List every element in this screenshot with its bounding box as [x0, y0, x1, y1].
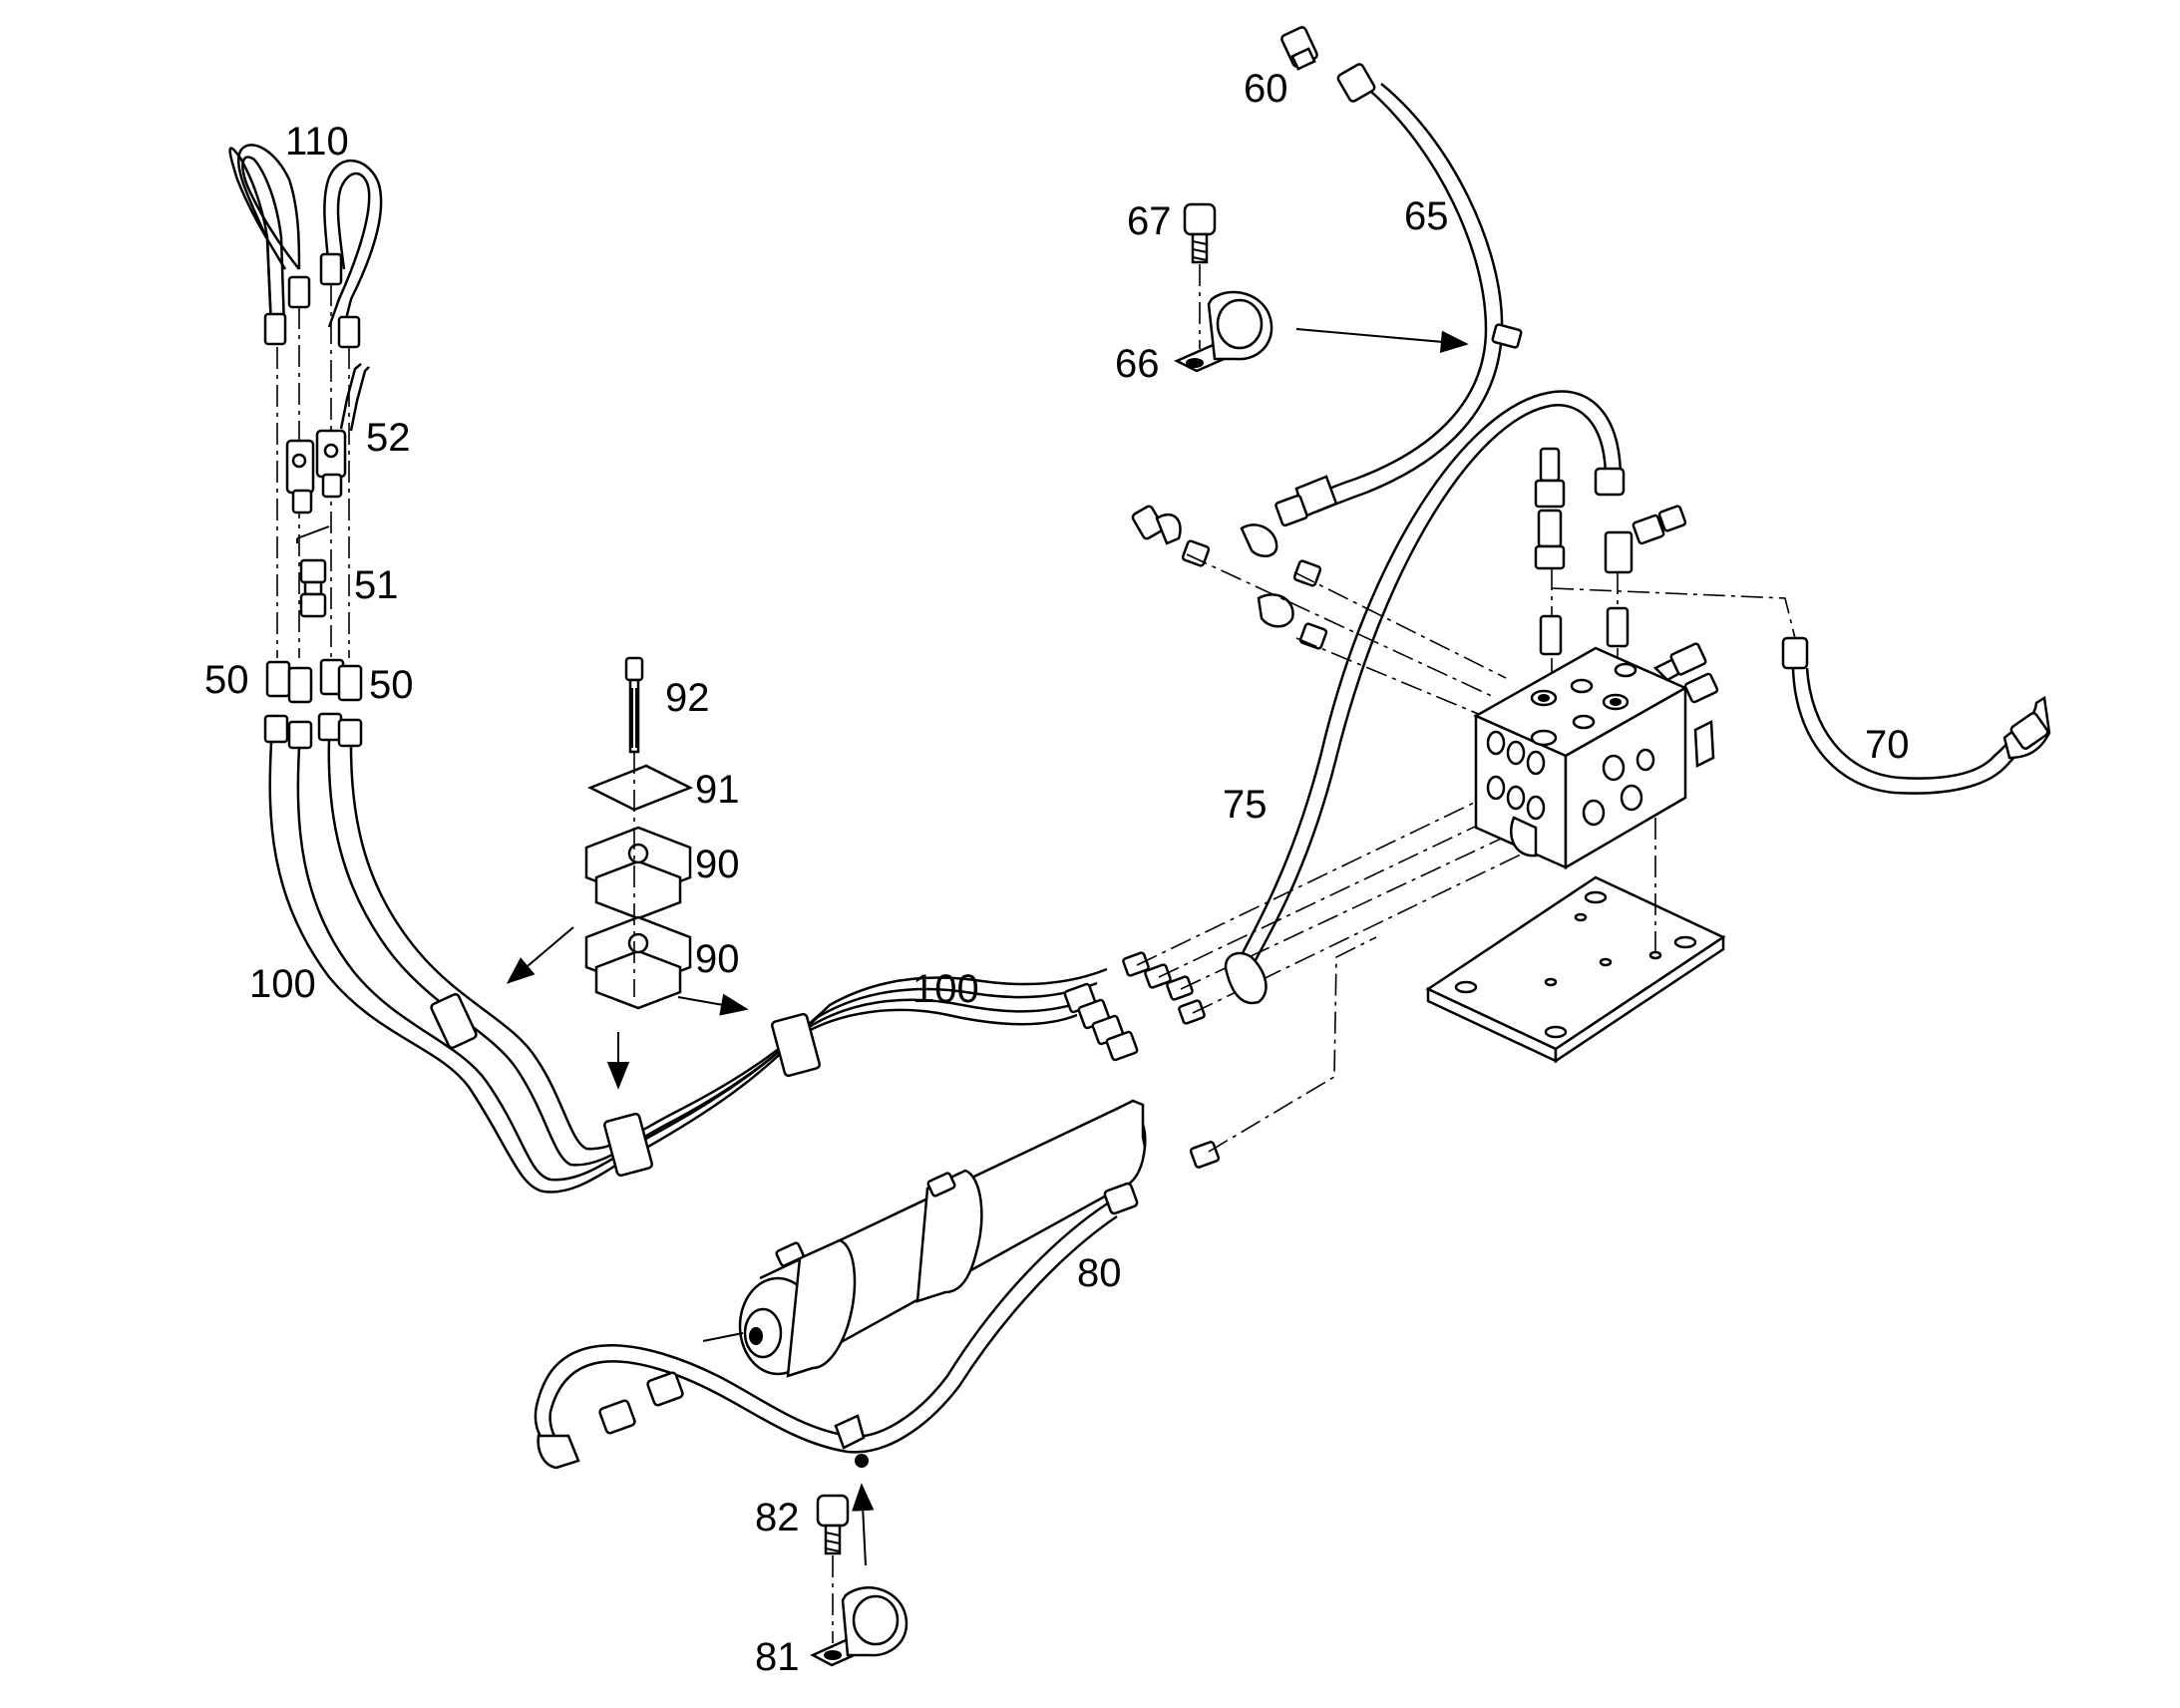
callout-67: 67 — [1127, 199, 1172, 243]
fitting-60 — [1280, 26, 1318, 71]
callout-50-left: 50 — [204, 658, 249, 702]
valve-52 — [285, 363, 370, 514]
callout-75: 75 — [1223, 783, 1268, 827]
valve-port-fittings — [1131, 505, 1537, 739]
valve-top-fittings — [1534, 447, 1796, 698]
screw-82 — [816, 1494, 850, 1555]
callout-80: 80 — [1077, 1251, 1122, 1295]
centerlines-left — [276, 284, 350, 658]
callout-90-upper: 90 — [695, 843, 740, 886]
callout-65: 65 — [1404, 194, 1449, 238]
hose-75 — [1224, 390, 1626, 1005]
callout-100-right: 100 — [912, 967, 979, 1011]
callout-60: 60 — [1244, 67, 1288, 111]
callout-66: 66 — [1115, 342, 1160, 386]
valve-block — [1473, 642, 1719, 870]
adapter-51 — [299, 558, 327, 618]
clamp-half-90-lower — [584, 915, 692, 1010]
callout-50-right: 50 — [369, 663, 414, 707]
clip-81 — [810, 1555, 908, 1667]
callout-91: 91 — [695, 768, 740, 812]
hose-70 — [1781, 636, 2051, 795]
fittings-50 — [263, 658, 363, 750]
callout-82: 82 — [755, 1496, 800, 1539]
mounting-plate — [1425, 818, 1726, 1064]
hose-loop-110 — [228, 144, 383, 328]
callout-81: 81 — [755, 1635, 800, 1679]
callout-92: 92 — [665, 676, 710, 720]
clamp-half-90-upper — [584, 826, 692, 920]
callout-70: 70 — [1865, 723, 1910, 767]
bolt-92 — [624, 656, 644, 754]
assembly-arrows — [506, 926, 749, 1090]
callout-51: 51 — [354, 563, 399, 607]
plate-91 — [586, 764, 694, 812]
callout-90-lower: 90 — [695, 937, 740, 981]
arrow-81-to-80 — [852, 1483, 875, 1566]
screw-67 — [1183, 202, 1217, 264]
hose-80 — [534, 936, 1377, 1470]
hose-bundle-fittings — [1063, 951, 1206, 1062]
callout-110: 110 — [285, 120, 349, 164]
hose-clamps-90 — [430, 992, 821, 1178]
clip-66 — [1174, 264, 1273, 373]
callout-52: 52 — [366, 416, 411, 460]
accumulator-cylinder — [702, 1099, 1147, 1378]
callout-100-left: 100 — [249, 962, 316, 1006]
arrow-66-to-65 — [1295, 328, 1469, 353]
hose-65 — [1274, 63, 1523, 527]
